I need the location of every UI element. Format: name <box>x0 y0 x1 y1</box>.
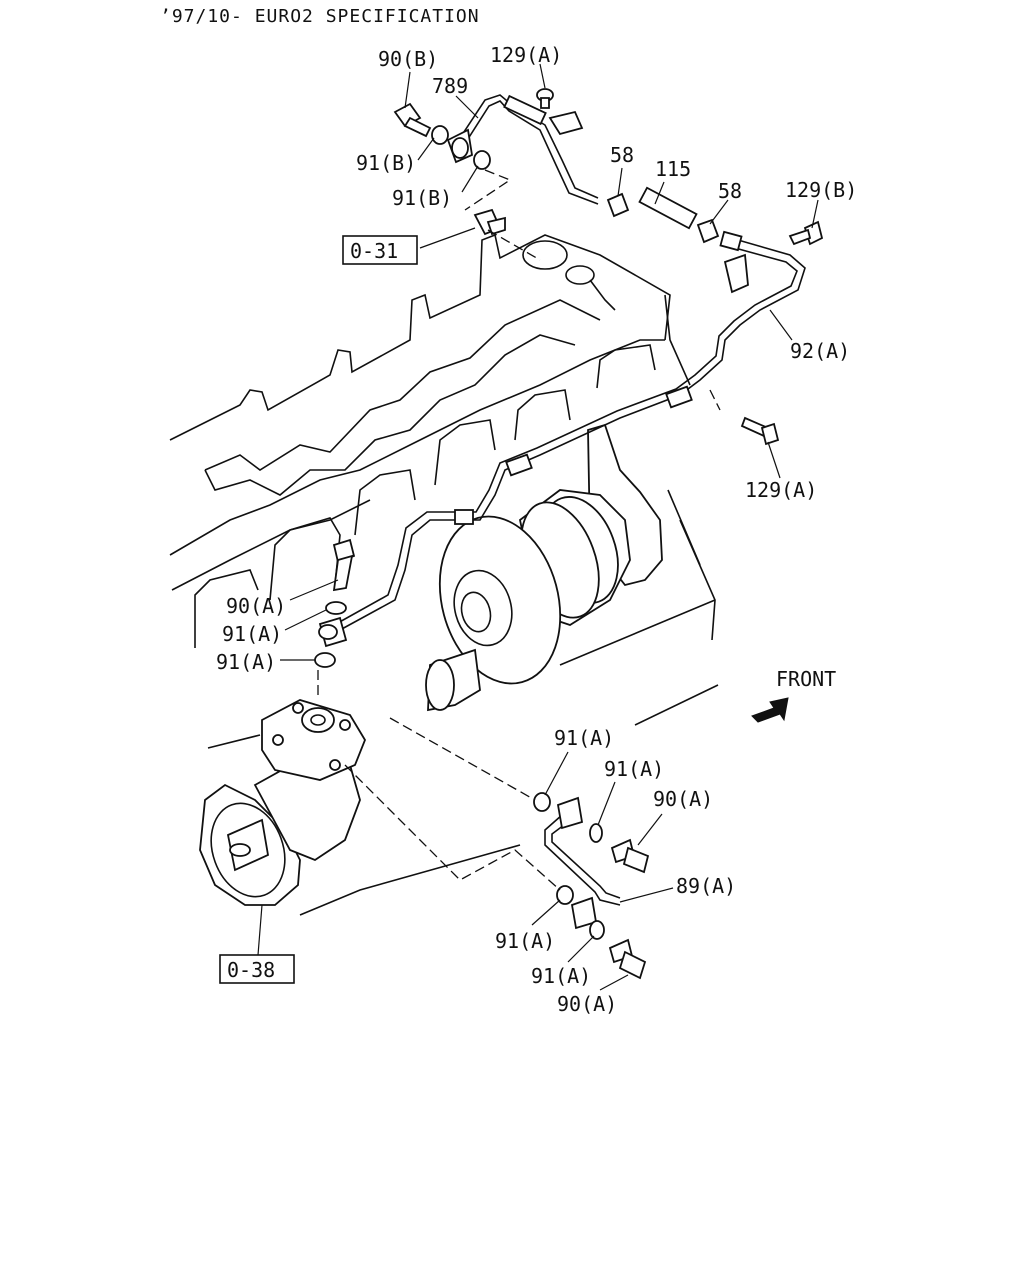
ref-label-0-38: 0-38 <box>227 958 275 982</box>
label-58-1: 58 <box>610 143 634 167</box>
label-129a-mid: 129(A) <box>745 478 817 502</box>
washer-91a-6 <box>589 920 605 940</box>
washer-91b-1 <box>431 125 449 145</box>
bolt-90a-3 <box>608 938 647 980</box>
clamp-58-2 <box>696 218 720 244</box>
pipe-89a <box>544 814 621 906</box>
label-90a-1: 90(A) <box>226 594 286 618</box>
eye-bolt-89a-1 <box>556 796 584 830</box>
label-90a-3: 90(A) <box>557 992 617 1016</box>
label-115: 115 <box>655 157 691 181</box>
diagram-title: ’97/10- EURO2 SPECIFICATION <box>160 6 480 27</box>
label-91a-4: 91(A) <box>604 757 664 781</box>
washer-91a-1 <box>325 601 347 615</box>
ref-box-0-38 <box>219 954 295 984</box>
ref-box-0-31 <box>342 235 418 265</box>
label-91a-6: 91(A) <box>531 964 591 988</box>
washer-91a-3 <box>533 792 551 812</box>
label-91b-1: 91(B) <box>356 151 416 175</box>
connector <box>473 208 506 236</box>
label-91a-2: 91(A) <box>216 650 276 674</box>
label-90a-2: 90(A) <box>653 787 713 811</box>
bolt-90a-1 <box>332 538 356 592</box>
label-92a: 92(A) <box>790 339 850 363</box>
washer-91a-5 <box>556 885 574 905</box>
front-label: FRONT <box>776 667 836 691</box>
label-91a-3: 91(A) <box>554 726 614 750</box>
bolt-90b <box>393 102 432 138</box>
label-129b: 129(B) <box>785 178 857 202</box>
pipe-789 <box>459 94 599 205</box>
washer-91a-4 <box>589 823 603 843</box>
label-789: 789 <box>432 74 468 98</box>
pipe-92a <box>335 230 806 631</box>
label-90b: 90(B) <box>378 47 438 71</box>
bolt-129a-mid <box>740 416 780 446</box>
ref-label-0-31: 0-31 <box>350 239 398 263</box>
label-91b-2: 91(B) <box>392 186 452 210</box>
hose-115 <box>638 186 698 230</box>
washer-91a-2 <box>314 652 336 668</box>
engine-block <box>169 233 719 916</box>
bolt-90a-2 <box>610 838 650 874</box>
leader-lines <box>257 63 819 991</box>
label-91a-1: 91(A) <box>222 622 282 646</box>
front-arrow-icon <box>751 697 789 723</box>
assembly-line-1 <box>464 169 512 211</box>
label-91a-5: 91(A) <box>495 929 555 953</box>
label-58-2: 58 <box>718 179 742 203</box>
air-compressor <box>199 699 367 906</box>
clamp-58-1 <box>606 192 630 218</box>
bolt-129a-top <box>536 88 554 109</box>
washer-91b-2 <box>473 150 491 170</box>
bolt-129b <box>788 220 824 246</box>
label-89a: 89(A) <box>676 874 736 898</box>
turbocharger <box>425 423 663 712</box>
label-129a-top: 129(A) <box>490 43 562 67</box>
